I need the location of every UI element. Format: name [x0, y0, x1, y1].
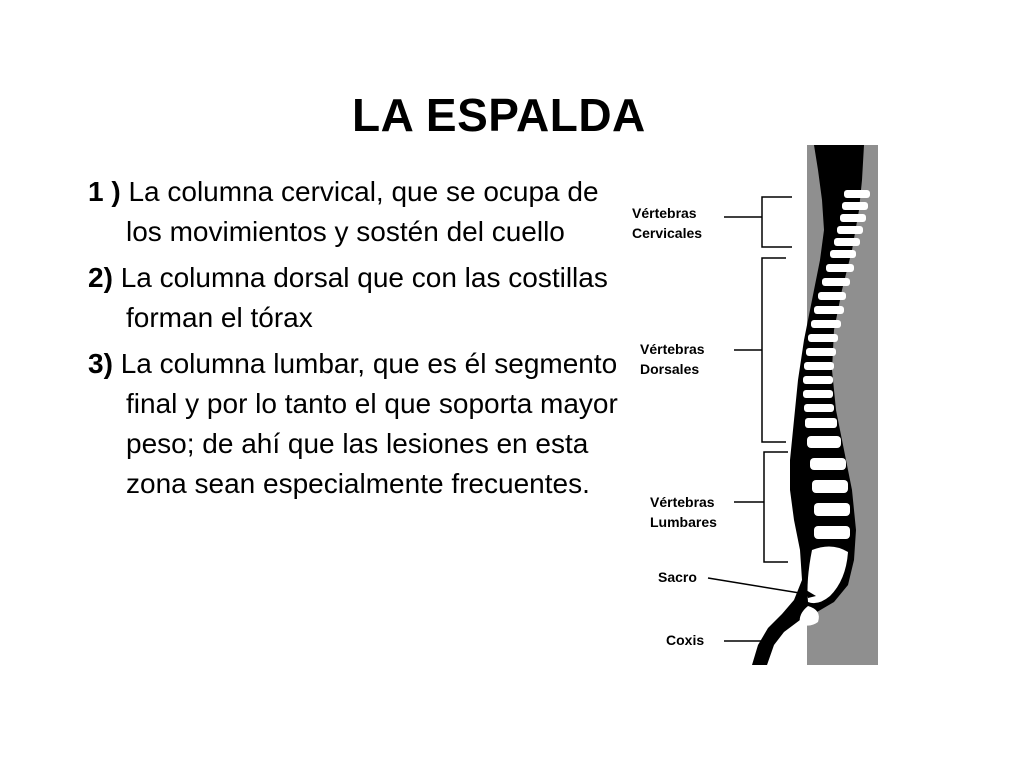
label-brackets [707, 196, 813, 642]
point-item: 3) La columna lumbar, que es él segmento… [88, 344, 618, 504]
cervical-bracket [761, 196, 792, 248]
label-cervical-line1: Vértebras [632, 205, 697, 221]
spine-illustration [707, 145, 878, 665]
vertebrae [799, 190, 870, 626]
point-item: 2) La columna dorsal que con las costill… [88, 258, 618, 338]
point-text: La columna dorsal que con las costillas … [120, 262, 608, 333]
sacrum-arrowhead [806, 590, 816, 598]
label-sacrum: Sacro [658, 569, 697, 585]
point-text: La columna cervical, que se ocupa de los… [126, 176, 599, 247]
point-item: 1 ) La columna cervical, que se ocupa de… [88, 172, 618, 252]
lumbar-bracket [763, 451, 788, 563]
label-coccyx: Coxis [666, 632, 705, 648]
point-number: 2) [88, 262, 113, 293]
dorsal-bracket [761, 257, 786, 443]
label-lumbar-line2: Lumbares [650, 514, 717, 530]
point-number: 1 ) [88, 176, 121, 207]
label-dorsal-line1: Vértebras [640, 341, 705, 357]
point-number: 3) [88, 348, 113, 379]
slide-title: LA ESPALDA [352, 89, 646, 141]
label-dorsal-line2: Dorsales [640, 361, 700, 377]
point-text: La columna lumbar, que es él segmento fi… [120, 348, 618, 499]
spine-diagram: Vértebras Cervicales Vértebras Dorsales … [612, 140, 882, 670]
label-lumbar-line1: Vértebras [650, 494, 715, 510]
points-list: 1 ) La columna cervical, que se ocupa de… [88, 172, 618, 510]
label-cervical-line2: Cervicales [632, 225, 703, 241]
